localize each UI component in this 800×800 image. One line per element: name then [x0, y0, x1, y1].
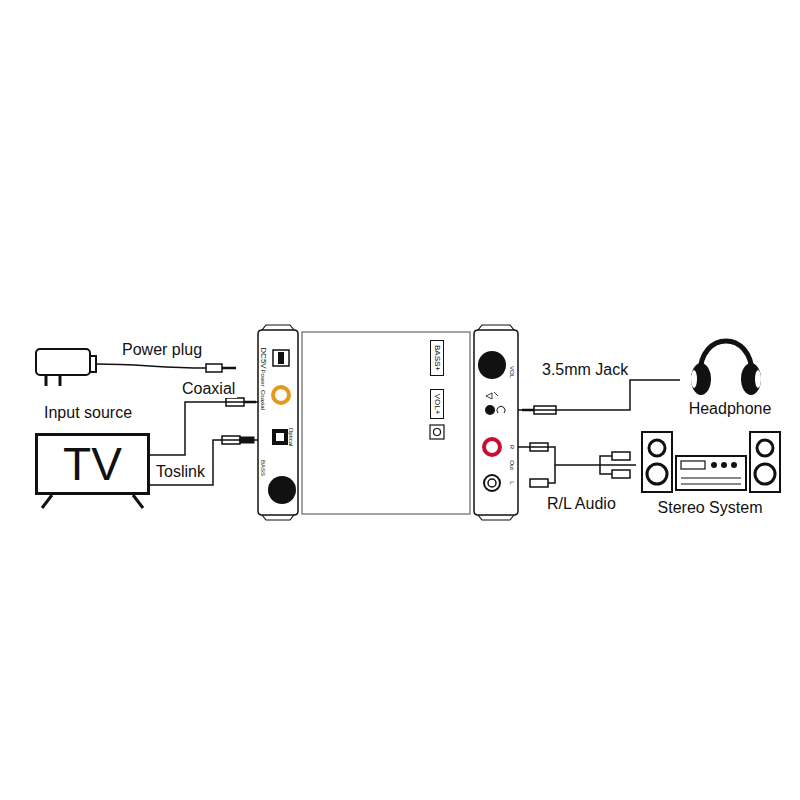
- speaker-left: [642, 432, 672, 492]
- node-text: VOL: [509, 366, 515, 378]
- rca-plug: [612, 470, 630, 478]
- amplifier-unit: [676, 456, 746, 490]
- left-end-panel: [258, 330, 298, 515]
- amplifier-trim: [681, 477, 741, 478]
- optical-socket: [272, 429, 288, 445]
- adapter-cord-boot: [90, 356, 96, 372]
- bass-button-label: BASS+: [430, 340, 444, 376]
- node-text: L: [509, 481, 515, 484]
- volume-button-label: VOL+: [430, 389, 444, 419]
- headphone-icon: [497, 406, 505, 413]
- input-source-label: Input source: [42, 404, 134, 422]
- cable-label: Toslink: [154, 463, 207, 481]
- power-plug-tip: [222, 367, 236, 370]
- node-text: DC5V: [259, 347, 267, 368]
- speaker-cone: [755, 464, 775, 484]
- signal-icon: [486, 392, 498, 399]
- node-text: Stereo System: [658, 500, 763, 516]
- node-text: BASS: [260, 460, 266, 476]
- speaker-cone: [649, 440, 665, 456]
- converter-housing: [302, 332, 470, 514]
- cable-label: R/L Audio: [545, 495, 618, 513]
- cable-label: Coaxial: [180, 380, 237, 398]
- optical-socket-hole: [276, 433, 284, 441]
- rca-plug: [530, 479, 548, 487]
- rca-cable: [600, 456, 612, 465]
- power-icon: [434, 429, 441, 436]
- node-text: Headphone: [689, 401, 772, 417]
- rca-right-socket: [484, 439, 500, 455]
- coaxial-socket: [273, 387, 289, 403]
- headphone-cup-edge: [755, 370, 761, 388]
- node-text: Power: [260, 369, 266, 386]
- dc-jack: [273, 350, 289, 366]
- amplifier-display: [681, 461, 705, 469]
- adapter-prong: [59, 375, 62, 386]
- amplifier-knob: [711, 462, 717, 468]
- headphone-cup: [741, 363, 761, 395]
- node-text: Optical: [288, 428, 294, 447]
- speaker-cone: [647, 464, 667, 484]
- speaker-right: [750, 432, 780, 492]
- right-end-panel: [474, 330, 518, 515]
- stereo-system: Stereo System: [636, 428, 784, 522]
- node-text: TV: [63, 441, 122, 487]
- power-icon-box: [430, 425, 444, 439]
- volume-knob: [478, 351, 506, 379]
- adapter-prong: [45, 375, 48, 386]
- rca-cable: [548, 465, 555, 483]
- node-text: Out: [509, 460, 515, 470]
- rca-left-socket-inner: [488, 479, 496, 487]
- headphone: Headphone: [680, 335, 780, 421]
- panel-tab: [478, 325, 514, 520]
- bass-knob: [268, 476, 296, 504]
- node-text: R: [509, 445, 515, 449]
- rca-plug: [612, 452, 630, 460]
- tv-leg: [133, 495, 143, 508]
- amplifier-knob: [721, 462, 727, 468]
- dc-jack-pin: [278, 352, 284, 364]
- cable-connector: [150, 440, 258, 485]
- headphone-cup: [691, 363, 711, 395]
- rca-cable: [600, 465, 612, 474]
- tv-leg: [42, 495, 52, 508]
- node-text: Coaxial: [260, 390, 266, 410]
- power-plug-label: Power plug: [120, 341, 204, 359]
- tv-screen: TV: [35, 433, 150, 495]
- left-end-panel: DC5VPowerCoaxialOpticalBASS: [258, 330, 298, 515]
- cable-label: 3.5mm Jack: [540, 361, 630, 379]
- amplifier-knob: [731, 462, 737, 468]
- cable-connector: [518, 447, 636, 465]
- cable-connector: [150, 402, 258, 455]
- node-text: VOL+: [433, 394, 441, 415]
- cable-connector: [518, 380, 680, 410]
- rca-left-socket: [484, 475, 500, 491]
- power-plug: [206, 364, 222, 372]
- headphone-jack: [485, 405, 495, 415]
- speaker-cone: [757, 440, 773, 456]
- node-text: BASS+: [433, 345, 441, 371]
- amplifier-trim: [681, 483, 741, 484]
- adapter-body: [36, 349, 90, 375]
- headphone-cup-edge: [691, 370, 697, 388]
- right-end-panel: VOL R OutL: [474, 330, 518, 515]
- power-cord: [96, 364, 206, 368]
